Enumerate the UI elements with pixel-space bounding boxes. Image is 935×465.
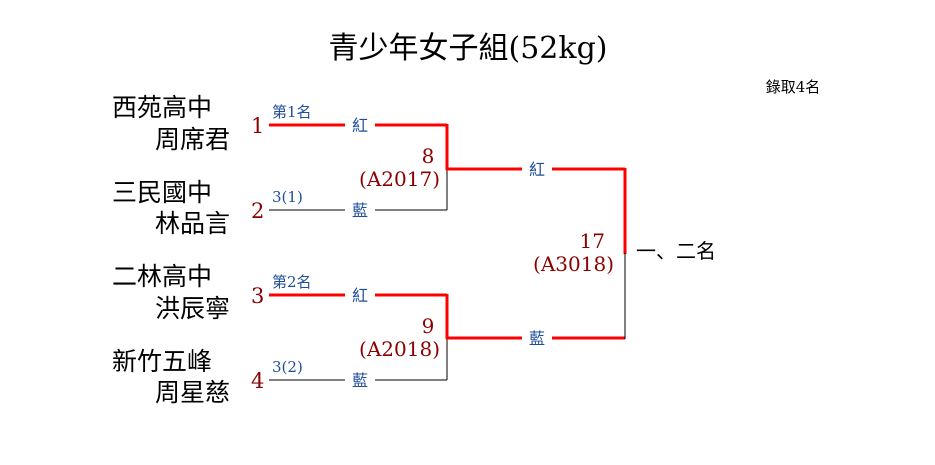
red-corner-label: 紅 bbox=[529, 160, 545, 179]
red-corner-label: 紅 bbox=[352, 286, 368, 305]
match-code: (A2017) bbox=[359, 167, 440, 191]
placement-tag: 3(2) bbox=[272, 358, 303, 376]
placement-tag: 第1名 bbox=[272, 103, 312, 121]
seed-number: 2 bbox=[251, 199, 264, 223]
placement-tag: 第2名 bbox=[272, 273, 312, 291]
school-name: 西苑高中 bbox=[112, 93, 212, 122]
athlete-name: 洪辰寧 bbox=[155, 294, 230, 323]
school-name: 新竹五峰 bbox=[112, 347, 212, 376]
red-corner-label: 紅 bbox=[352, 116, 368, 135]
blue-corner-label: 藍 bbox=[352, 371, 368, 390]
match-9-lines bbox=[269, 293, 625, 381]
match-number: 9 bbox=[422, 314, 435, 338]
school-name: 二林高中 bbox=[112, 262, 212, 291]
match-number: 8 bbox=[422, 144, 435, 168]
school-name: 三民國中 bbox=[112, 178, 212, 207]
athlete-name: 周席君 bbox=[155, 125, 230, 154]
athlete-name: 周星慈 bbox=[155, 378, 230, 407]
match-code: (A3018) bbox=[533, 252, 614, 276]
match-code: (A2018) bbox=[359, 337, 440, 361]
qualify-note: 錄取4名 bbox=[766, 78, 821, 96]
seed-number: 1 bbox=[251, 114, 264, 138]
entrant-2: 三民國中 林品言 2 3(1) bbox=[112, 178, 303, 238]
page-title: 青少年女子組(52kg) bbox=[329, 31, 608, 66]
entrant-3: 二林高中 洪辰寧 3 第2名 bbox=[112, 262, 312, 323]
match-number: 17 bbox=[580, 229, 605, 253]
seed-number: 4 bbox=[251, 369, 264, 393]
final-placement-label: 一、二名 bbox=[636, 239, 716, 263]
placement-tag: 3(1) bbox=[272, 188, 303, 206]
entrant-4: 新竹五峰 周星慈 4 3(2) bbox=[112, 347, 303, 407]
seed-number: 3 bbox=[251, 284, 264, 308]
blue-corner-label: 藍 bbox=[529, 329, 545, 348]
match-8-lines bbox=[269, 123, 625, 211]
blue-corner-label: 藍 bbox=[352, 201, 368, 220]
athlete-name: 林品言 bbox=[155, 209, 230, 238]
entrant-1: 西苑高中 周席君 1 第1名 bbox=[112, 93, 312, 154]
